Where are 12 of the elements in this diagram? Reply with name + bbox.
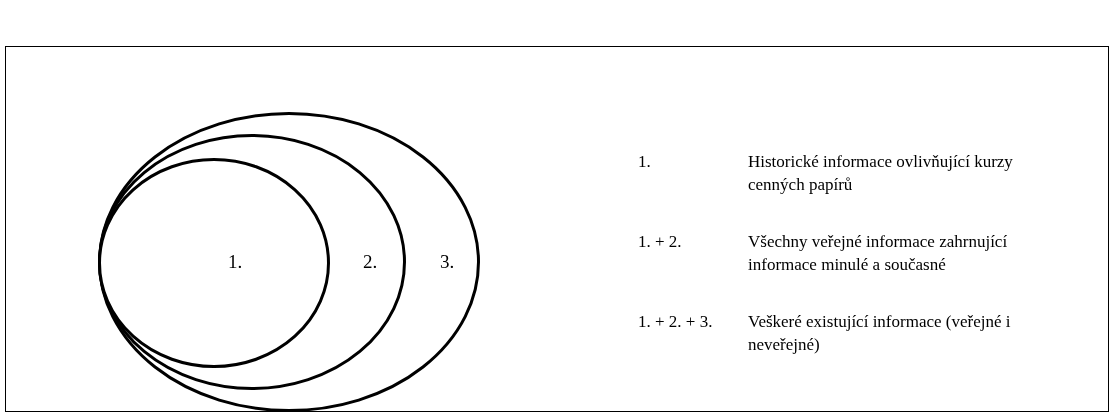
region-number: 1. [227, 251, 243, 273]
region-number: 3. [439, 251, 455, 273]
item-number: 1. + 2. [638, 231, 682, 253]
ellipse-region [98, 158, 330, 368]
description-text: Všechny veřejné informace zahrnující informace minulé a současné [748, 231, 1009, 276]
item-number: 1. + 2. + 3. [638, 311, 713, 333]
ellipse-region [98, 134, 406, 390]
region-number: 2. [362, 251, 378, 273]
description-text: Veškeré existující informace (veřejné i neveřejné) [748, 311, 1012, 356]
item-number: 1. [638, 151, 651, 173]
description-text: Historické informace ovlivňující kurzy cenných papírů [748, 151, 1014, 196]
ellipse-region [98, 112, 480, 412]
